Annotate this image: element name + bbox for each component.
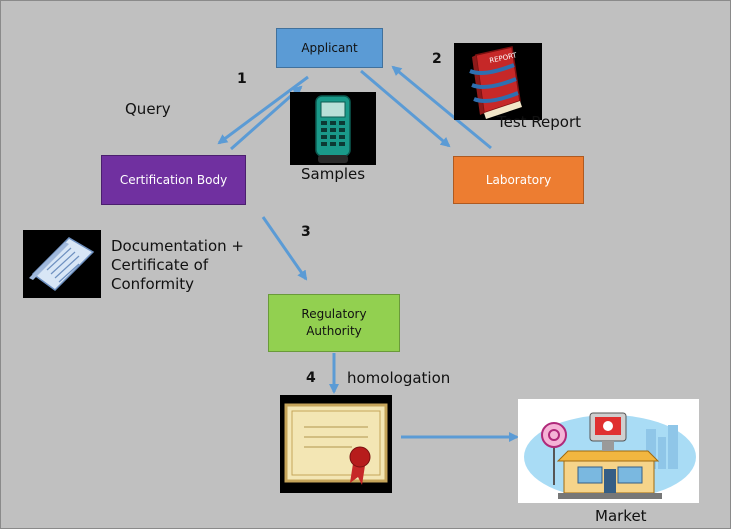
applicant-label: Applicant: [301, 41, 358, 55]
document-icon: [23, 230, 101, 298]
certificate-icon: [280, 395, 392, 493]
homologation-label: homologation: [347, 369, 451, 387]
regulatory-authority-box: Regulatory Authority: [268, 294, 400, 352]
laboratory-box: Laboratory: [453, 156, 584, 204]
market-store-icon: [518, 399, 699, 503]
applicant-box: Applicant: [276, 28, 383, 68]
test-report-label: Test Report: [497, 113, 582, 131]
laboratory-label: Laboratory: [485, 173, 552, 187]
step-number-1: 1: [237, 71, 247, 87]
documentation-label-line1: Documentation +: [111, 237, 244, 255]
step-number-4: 4: [306, 370, 316, 386]
report-book-icon: REPORT: [454, 43, 542, 120]
arrow-applicant-to-laboratory: [360, 69, 451, 148]
query-label: Query: [125, 100, 171, 118]
documentation-label-line2: Certificate of: [111, 256, 209, 274]
step-number-3: 3: [301, 224, 311, 240]
certification-body-label: Certification Body: [119, 173, 228, 187]
arrow-laboratory-to-applicant: [391, 65, 492, 150]
mobile-phone-icon: [290, 92, 376, 165]
certification-body-box: Certification Body: [101, 155, 246, 205]
step-number-2: 2: [432, 51, 442, 67]
samples-label: Samples: [301, 165, 366, 183]
regulatory-authority-label-line2: Authority: [306, 324, 362, 338]
arrow-certification-to-regulatory: [261, 216, 308, 281]
market-label: Market: [595, 507, 647, 525]
arrow-certification-to-applicant: [230, 85, 303, 151]
regulatory-authority-label-line1: Regulatory: [301, 307, 367, 321]
documentation-label-line3: Conformity: [111, 275, 195, 293]
